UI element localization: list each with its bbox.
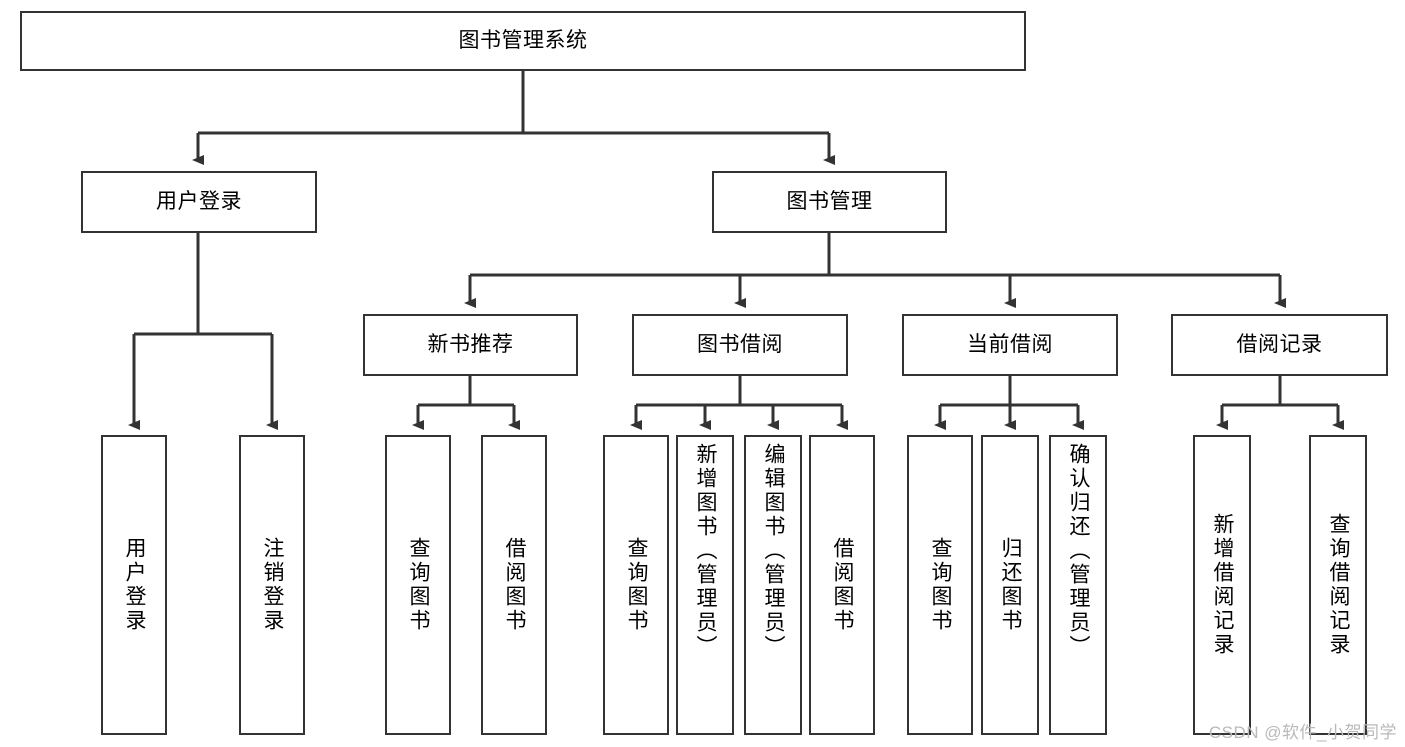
node-label: 用户登录 [156,189,242,213]
node-current-borrowing[interactable]: 当前借阅 [902,314,1118,376]
node-label: 查询图书 [407,537,431,633]
node-label: 查询图书 [929,537,953,633]
node-label: 查询图书 [625,537,649,633]
node-label: 借阅记录 [1236,332,1323,356]
leaf-user-login[interactable]: 用户登录 [101,435,167,735]
node-label: 确认归还（管理员） [1067,443,1091,659]
node-borrowing-records[interactable]: 借阅记录 [1171,314,1388,376]
leaf-edit-book-admin[interactable]: 编辑图书（管理员） [744,435,802,735]
node-label: 新增图书（管理员） [694,443,718,659]
node-label: 图书管理系统 [458,28,588,52]
node-book-borrowing[interactable]: 图书借阅 [632,314,848,376]
node-label: 查询借阅记录 [1327,513,1351,657]
node-user-login[interactable]: 用户登录 [81,171,317,233]
leaf-return-book[interactable]: 归还图书 [981,435,1039,735]
leaf-confirm-return-admin[interactable]: 确认归还（管理员） [1049,435,1107,735]
node-label: 图书借阅 [697,332,783,356]
node-label: 新增借阅记录 [1211,513,1235,657]
node-new-book-recommendation[interactable]: 新书推荐 [363,314,578,376]
node-label: 当前借阅 [967,332,1053,356]
node-label: 注销登录 [261,537,285,633]
leaf-add-borrow-record[interactable]: 新增借阅记录 [1193,435,1251,735]
node-book-management[interactable]: 图书管理 [712,171,947,233]
leaf-query-book-new[interactable]: 查询图书 [385,435,451,735]
node-label: 图书管理 [786,189,873,213]
node-label: 归还图书 [999,537,1023,633]
node-label: 新书推荐 [427,332,514,356]
leaf-logout-login[interactable]: 注销登录 [239,435,305,735]
leaf-borrow-book[interactable]: 借阅图书 [809,435,875,735]
leaf-query-book-borrow[interactable]: 查询图书 [603,435,669,735]
leaf-query-borrow-record[interactable]: 查询借阅记录 [1309,435,1367,735]
leaf-borrow-book-new[interactable]: 借阅图书 [481,435,547,735]
node-label: 借阅图书 [831,537,855,633]
node-label: 用户登录 [123,537,147,633]
node-label: 编辑图书（管理员） [762,443,786,659]
node-label: 借阅图书 [503,537,527,633]
csdn-watermark: CSDN @软件_小贺同学 [1208,723,1397,742]
node-book-management-system[interactable]: 图书管理系统 [20,11,1026,71]
leaf-add-book-admin[interactable]: 新增图书（管理员） [676,435,734,735]
leaf-query-book-current[interactable]: 查询图书 [907,435,973,735]
